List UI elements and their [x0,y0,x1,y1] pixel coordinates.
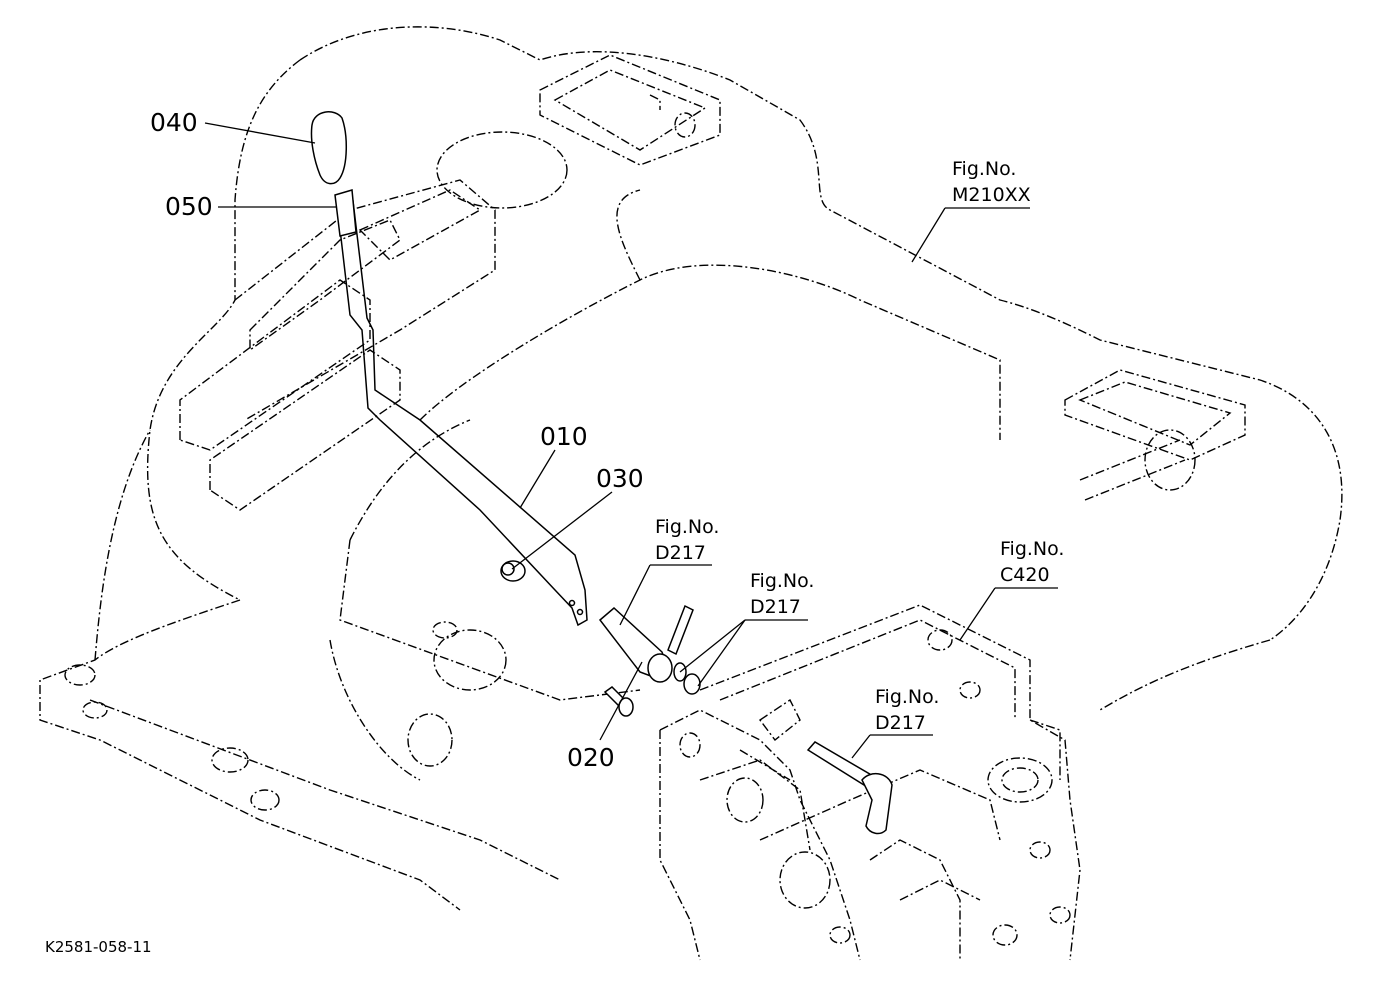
transmission-case-outline [659,604,1081,961]
fig-ref-c420-code: C420 [1000,564,1050,586]
part-label-030: 030 [596,464,644,493]
part-label-040: 040 [150,108,198,137]
fig-ref-d217-b-code: D217 [750,596,801,618]
cab-floor-housing-outline [39,26,1343,911]
shift-lever-010 [336,200,588,627]
fig-ref-d217-a-title: Fig.No. [655,516,719,538]
inner-shift-fork [806,741,893,835]
fig-ref-d217-b-title: Fig.No. [750,570,814,592]
part-label-010: 010 [540,422,588,451]
fig-ref-c420-title: Fig.No. [1000,538,1064,560]
bolt-020 [603,686,634,717]
lever-knob-040 [310,111,347,185]
fig-ref-d217-c-title: Fig.No. [875,686,939,708]
lever-grip-050 [334,189,357,237]
fig-ref-d217-c-code: D217 [875,712,926,734]
shift-arm-shaft [598,604,701,695]
fig-ref-m210xx-code: M210XX [952,184,1031,206]
part-label-050: 050 [165,192,213,221]
part-label-020: 020 [567,743,615,772]
leader-lines [204,122,1058,759]
fig-ref-d217-a-code: D217 [655,542,706,564]
drawing-code: K2581-058-11 [45,938,152,956]
bushing-030 [500,560,526,582]
fig-ref-m210xx-title: Fig.No. [952,158,1016,180]
